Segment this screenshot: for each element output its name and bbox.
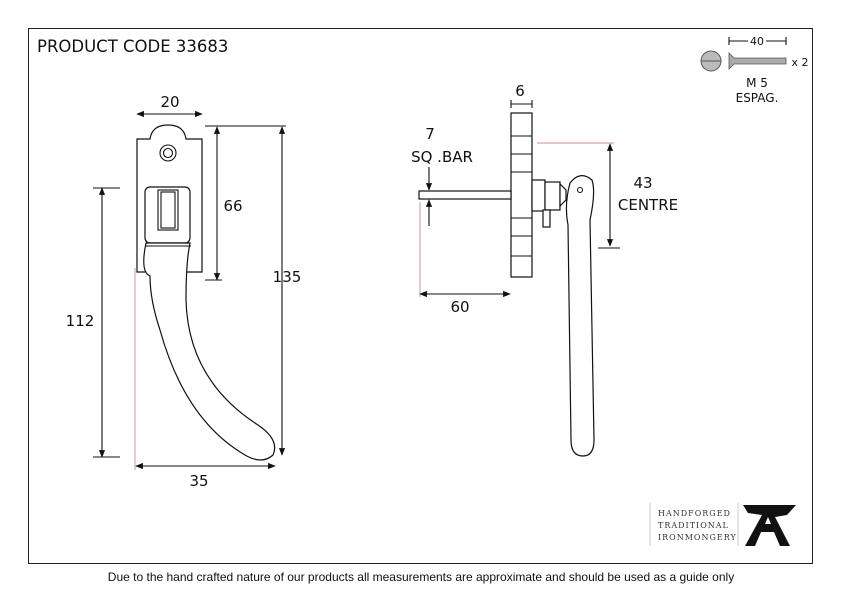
screw-illustration: 40 x 2 M 5 ESPAG. xyxy=(700,34,809,105)
dim-rose-thickness: 6 xyxy=(515,82,525,100)
dim-lever-width: 35 xyxy=(189,472,208,490)
svg-text:IRONMONGERY: IRONMONGERY xyxy=(658,533,737,542)
handle-side-view xyxy=(418,112,595,457)
dim-total-height: 135 xyxy=(273,268,302,286)
anvil-icon xyxy=(743,505,796,546)
side-dimensions: 6 7 SQ .BAR 60 43 CENTRE xyxy=(411,82,678,316)
screw-type: ESPAG. xyxy=(736,91,779,105)
dim-bar-size: 7 xyxy=(425,125,435,143)
left-dimensions: 20 66 135 112 35 xyxy=(66,93,302,490)
dim-bar-length: 60 xyxy=(450,298,469,316)
side-lever xyxy=(565,175,595,457)
dim-slot-height: 66 xyxy=(223,197,242,215)
slot-housing xyxy=(144,186,191,244)
handle-front-view xyxy=(136,124,276,461)
product-code: PRODUCT CODE 33683 xyxy=(37,37,228,56)
screw-length: 40 xyxy=(750,35,764,48)
svg-text:HANDFORGED: HANDFORGED xyxy=(658,509,731,518)
svg-text:TRADITIONAL: TRADITIONAL xyxy=(658,521,729,530)
dim-width-top: 20 xyxy=(160,93,179,111)
lever xyxy=(143,242,276,461)
dim-centre: 43 xyxy=(633,174,652,192)
fixing-hole xyxy=(159,144,177,162)
dim-lever-height: 112 xyxy=(66,312,95,330)
centre-label: CENTRE xyxy=(618,196,678,214)
bar-label: SQ .BAR xyxy=(411,148,473,166)
square-bar xyxy=(418,190,512,200)
rose xyxy=(510,112,533,278)
brand-logo: HANDFORGED TRADITIONAL IRONMONGERY xyxy=(649,503,796,546)
drawing-frame xyxy=(28,28,813,564)
disclaimer: Due to the hand crafted nature of our pr… xyxy=(107,570,735,584)
slot xyxy=(157,189,179,231)
screw-icon xyxy=(728,52,787,70)
screw-size: M 5 xyxy=(746,76,768,90)
screw-quantity: x 2 xyxy=(791,56,808,69)
